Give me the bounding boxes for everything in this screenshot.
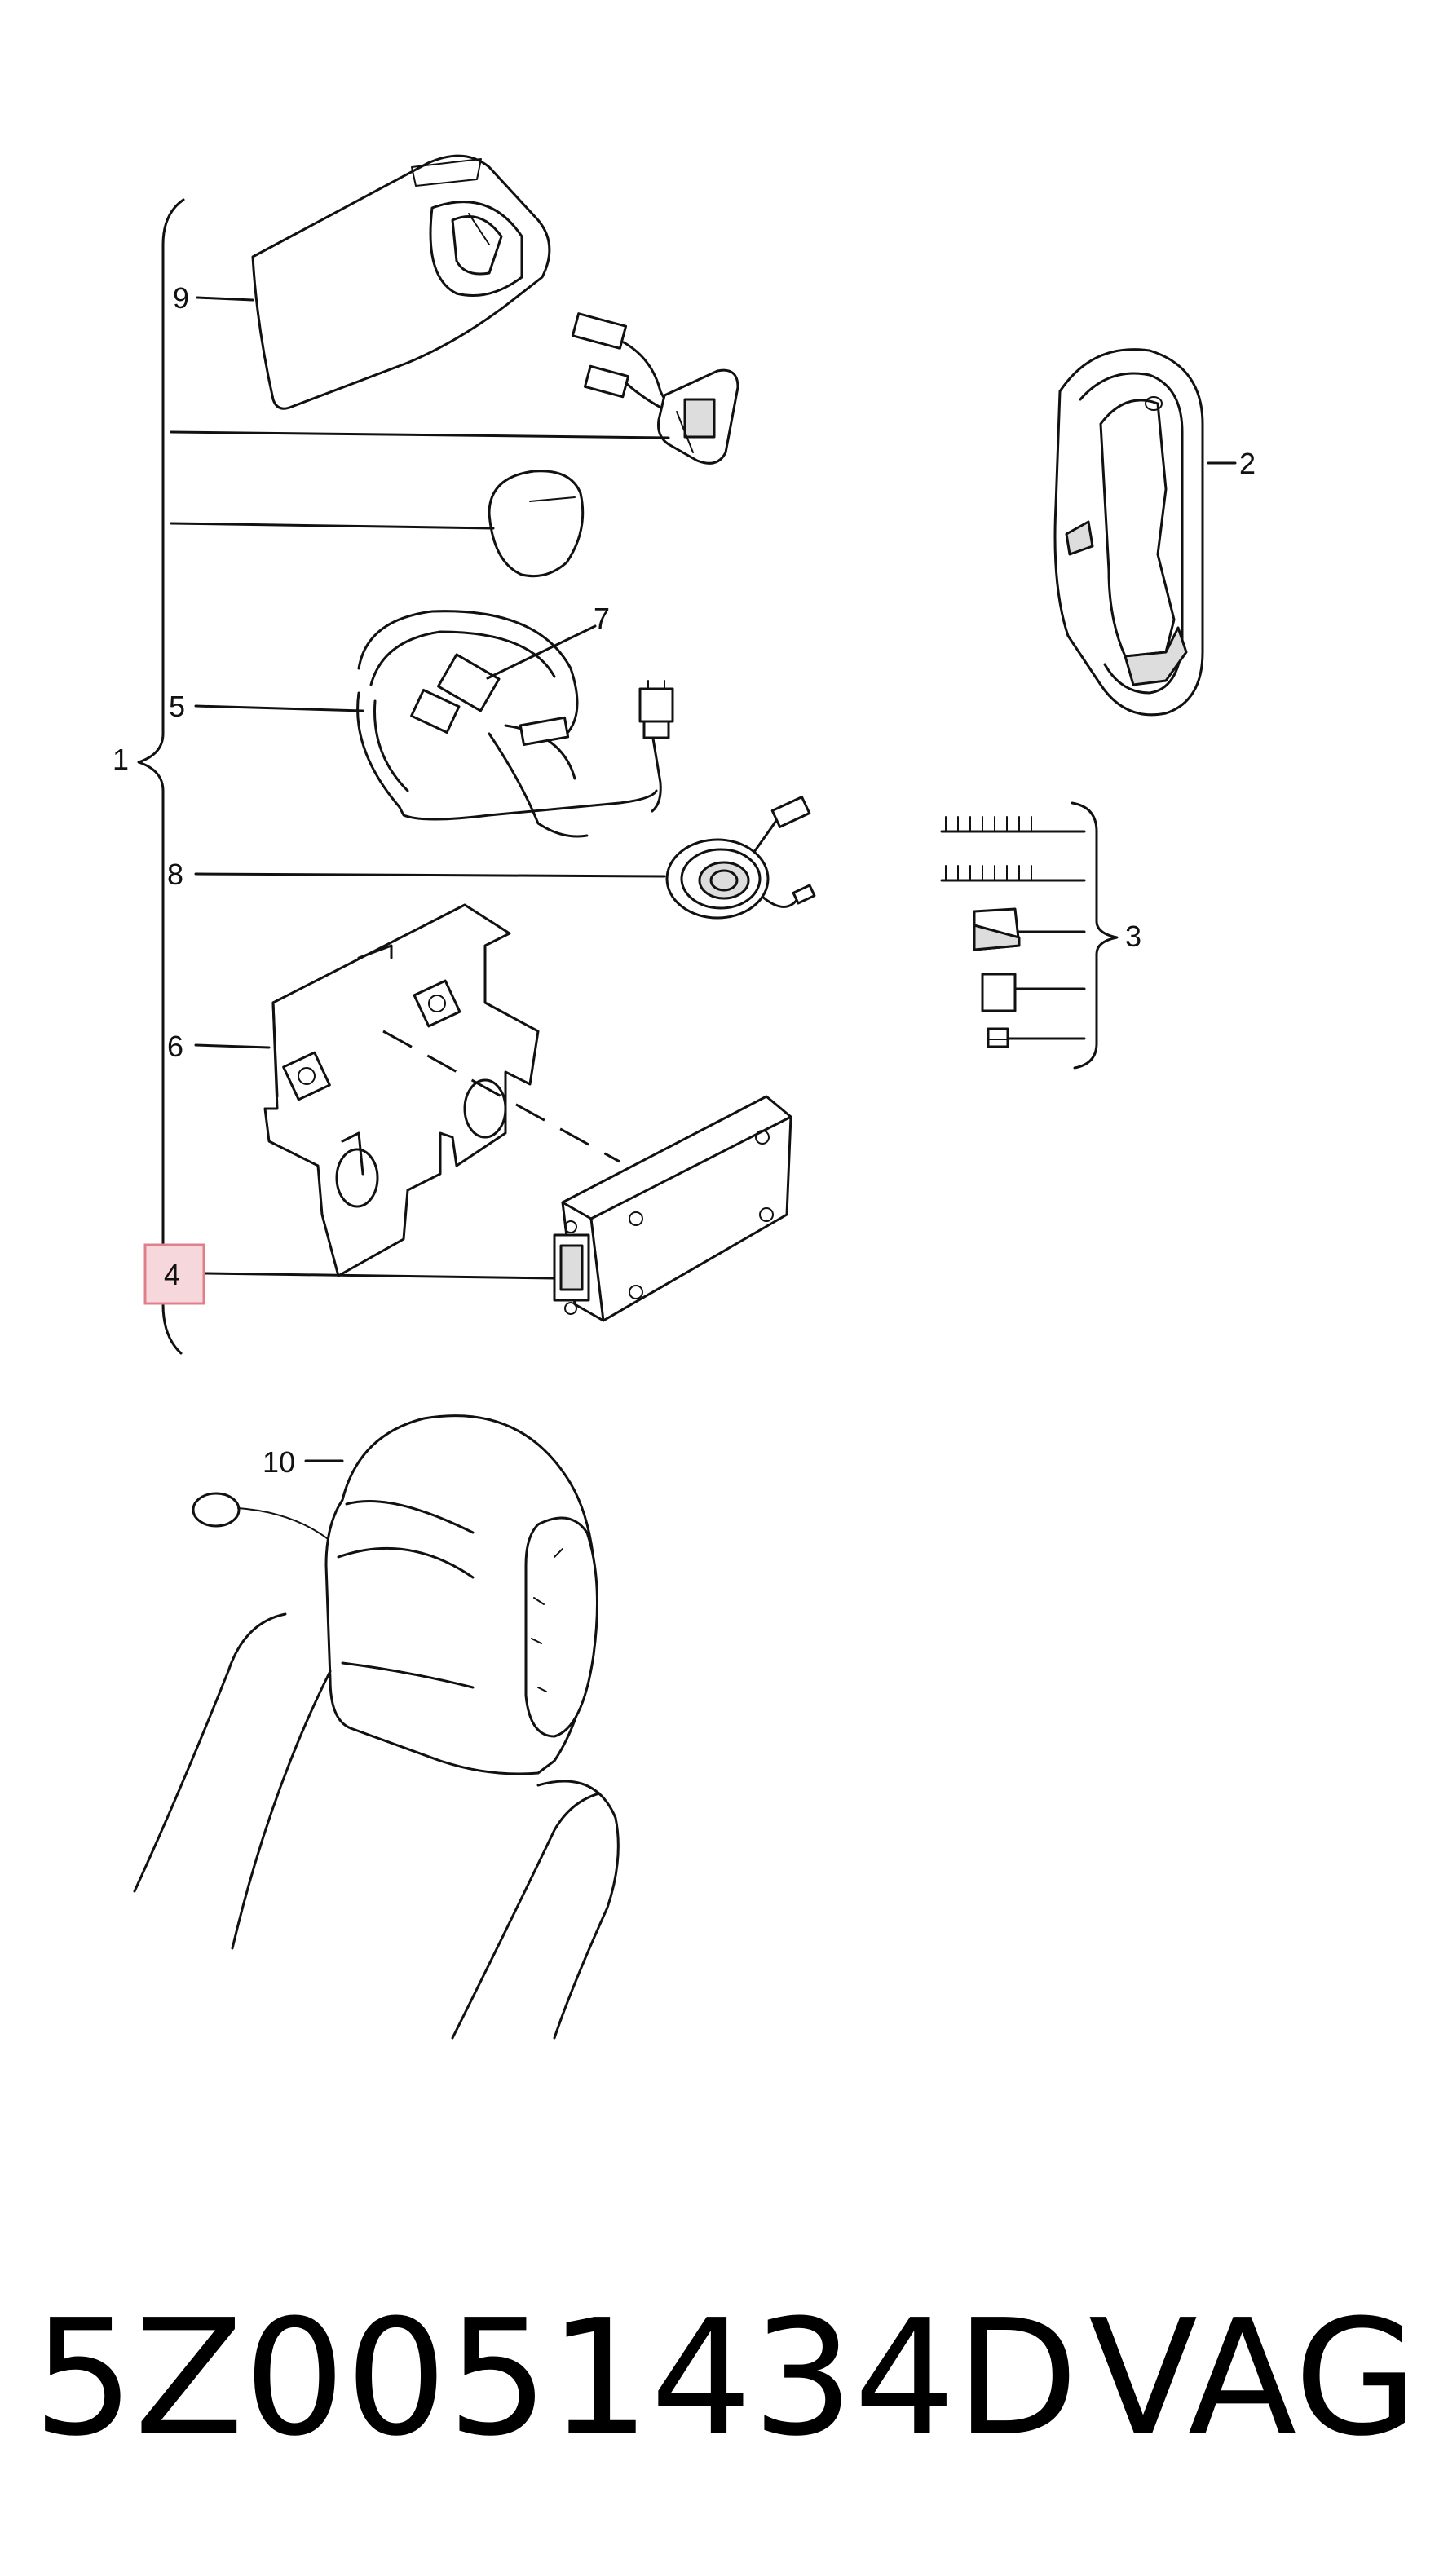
group-1-bracket: [137, 198, 185, 1355]
control-knob: [488, 470, 585, 578]
assembly-dash-line: [382, 1030, 620, 1163]
leader-lines: [170, 296, 1237, 1462]
part-5-cable-loop: [356, 610, 674, 838]
callout-6: 6: [167, 1030, 183, 1063]
part-number: 5Z0051434D: [33, 2286, 1079, 2472]
part-4-control-unit: [553, 1095, 792, 1322]
cable-harness-connector: [571, 312, 739, 465]
callout-5: 5: [169, 690, 185, 723]
callout-7: 7: [594, 602, 610, 635]
callout-2: 2: [1239, 447, 1256, 480]
callout-8: 8: [167, 858, 183, 891]
part-2-phone-cradle: [1053, 348, 1204, 717]
callout-3: 3: [1125, 920, 1141, 953]
part-9-cover: [251, 154, 551, 410]
callout-9: 9: [173, 281, 189, 315]
callout-1: 1: [113, 743, 129, 776]
callout-4: 4: [164, 1258, 180, 1291]
part-8-speaker: [665, 796, 816, 920]
brand-name: VAG: [1088, 2286, 1418, 2472]
callout-4-highlight: [143, 1243, 205, 1305]
part-6-mounting-bracket: [263, 903, 540, 1277]
part-3-small-parts: [940, 801, 1119, 1070]
callout-10: 10: [263, 1445, 295, 1479]
part-10-headrest-seat: [133, 1414, 620, 2040]
